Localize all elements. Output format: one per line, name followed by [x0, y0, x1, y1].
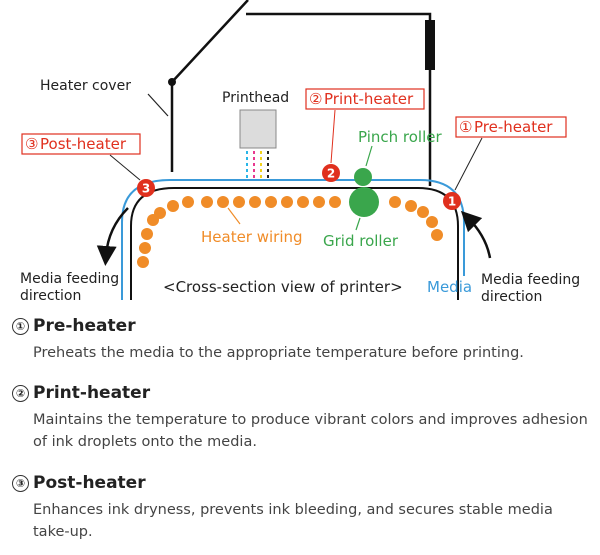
heater-cover-arm	[170, 0, 249, 172]
callout-marker-2-num: 2	[327, 167, 335, 181]
media-feed-left-line1: Media feeding	[20, 271, 119, 287]
callout-leader-print-heater	[330, 109, 336, 164]
legend-description: Maintains the temperature to produce vib…	[33, 412, 588, 450]
callout-leader-pre-heater	[454, 137, 483, 191]
callout-box-post-heater	[21, 133, 141, 155]
legend-description: Preheats the media to the appropriate te…	[33, 345, 524, 361]
heater-cover-leader	[147, 93, 169, 117]
pinch-roller-leader	[365, 145, 373, 167]
media-label: Media	[427, 278, 472, 296]
printer-cross-section-diagram: Heater cover Printhead Pinch roller Grid…	[20, 0, 580, 305]
heater-cover-handle	[425, 20, 435, 70]
callout-marker-1	[443, 192, 461, 210]
callout-box-pre-heater	[455, 116, 567, 138]
media-feed-arrow-left	[96, 207, 129, 266]
callout-marker-2	[322, 164, 340, 182]
media-feed-arrow-right	[460, 210, 492, 259]
printhead	[239, 109, 277, 149]
media-feed-left-line2: direction	[20, 288, 81, 304]
callout-box-pre-heater-label: Pre-heater	[474, 118, 553, 136]
heater-cover-label: Heater cover	[40, 78, 131, 94]
legend-item-print-heater: ② Print-heater Maintains the temperature…	[12, 383, 592, 453]
legend-number: ②	[12, 384, 29, 402]
heater-wiring-label: Heater wiring	[201, 228, 303, 246]
legend-heading: ② Print-heater	[12, 383, 592, 403]
callout-box-post-heater-num: ③	[25, 135, 38, 153]
heater-cover-frame	[246, 12, 432, 186]
callout-marker-3	[137, 179, 155, 197]
media-sheet	[121, 179, 465, 300]
callout-leader-post-heater	[109, 154, 141, 181]
platen-frame	[130, 187, 459, 300]
pinch-roller	[354, 168, 372, 186]
cross-section-caption: <Cross-section view of printer>	[163, 278, 403, 296]
legend-heading: ① Pre-heater	[12, 316, 592, 336]
legend-item-post-heater: ③ Post-heater Enhances ink dryness, prev…	[12, 473, 592, 543]
grid-roller-leader	[355, 217, 361, 231]
legend-item-pre-heater: ① Pre-heater Preheats the media to the a…	[12, 316, 592, 364]
legend-title: Pre-heater	[33, 316, 136, 336]
legend-heading: ③ Post-heater	[12, 473, 592, 493]
media-feed-right-line2: direction	[481, 289, 542, 305]
grid-roller-label: Grid roller	[323, 232, 399, 250]
heater-wiring-leader	[227, 207, 241, 225]
media-feed-right-line1: Media feeding	[481, 272, 580, 288]
callout-box-pre-heater-num: ①	[459, 118, 472, 136]
legend-number: ①	[12, 317, 29, 335]
callout-box-print-heater-num: ②	[309, 90, 322, 108]
callout-marker-3-num: 3	[142, 182, 150, 196]
pinch-roller-label: Pinch roller	[358, 128, 442, 146]
callout-box-print-heater	[305, 88, 425, 110]
heater-cover-pivot	[168, 78, 176, 86]
legend-title: Post-heater	[33, 473, 146, 493]
grid-roller	[349, 187, 379, 217]
printhead-label: Printhead	[222, 90, 289, 106]
legend-number: ③	[12, 474, 29, 492]
callout-box-post-heater-label: Post-heater	[40, 135, 127, 153]
heater-wiring-dots	[137, 196, 443, 268]
legend-title: Print-heater	[33, 383, 151, 403]
callout-box-print-heater-label: Print-heater	[324, 90, 414, 108]
callout-marker-1-num: 1	[448, 195, 456, 209]
legend-description: Enhances ink dryness, prevents ink bleed…	[33, 502, 553, 540]
